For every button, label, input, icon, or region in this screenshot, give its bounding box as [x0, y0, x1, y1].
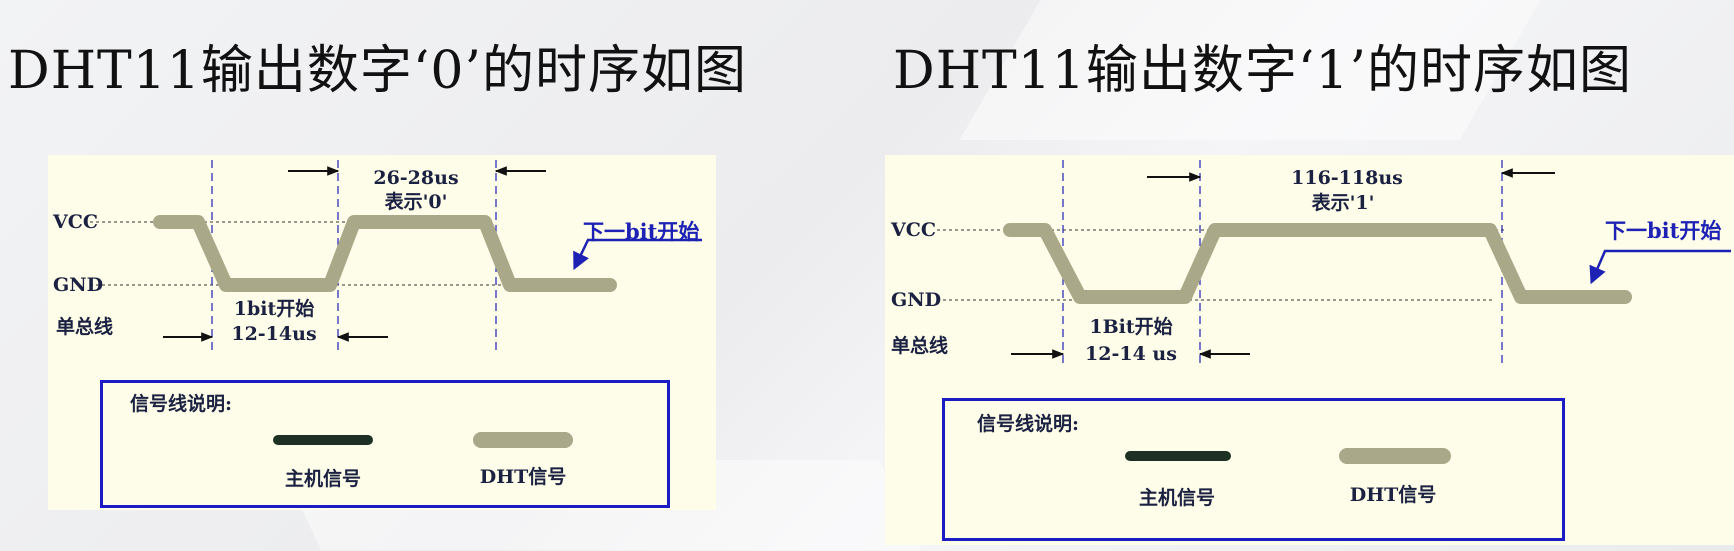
- pulse-time-label: 26-28us: [373, 167, 459, 189]
- bus-label: 单总线: [56, 316, 114, 338]
- next-bit-arrow: [573, 238, 702, 271]
- timing-diagram-bit-0: VCC GND 单总线 26-28us 表示'0' 1bit开始 12-14us…: [48, 155, 716, 510]
- vcc-label: VCC: [53, 211, 98, 233]
- legend-host-label: 主机信号: [284, 468, 362, 490]
- pulse-time-label: 116-118us: [1291, 167, 1403, 189]
- vcc-label: VCC: [891, 219, 936, 241]
- gnd-label: GND: [891, 289, 942, 311]
- next-bit-arrow: [1589, 249, 1731, 285]
- legend-title: 信号线说明:: [977, 413, 1080, 435]
- diagram-title-bit-0: DHT11输出数字‘0’的时序如图: [8, 41, 748, 101]
- start-label: 1bit开始: [233, 298, 315, 320]
- diagram-title-bit-1: DHT11输出数字‘1’的时序如图: [893, 41, 1633, 101]
- bus-label: 单总线: [891, 335, 949, 357]
- gnd-label: GND: [53, 274, 104, 296]
- dht-signal-waveform: [1003, 223, 1632, 304]
- start-time-label: 12-14 us: [1085, 343, 1177, 365]
- timing-diagram-bit-1: VCC GND 单总线 116-118us 表示'1' 1Bit开始 12-14…: [885, 155, 1734, 545]
- legend-swatches: [273, 432, 573, 448]
- next-bit-label: 下一bit开始: [1605, 218, 1722, 243]
- legend-title: 信号线说明:: [130, 393, 233, 415]
- legend-swatches: [1125, 448, 1451, 464]
- signal-legend: 信号线说明: 主机信号 DHT信号: [100, 380, 670, 508]
- dht-signal-waveform: [153, 215, 617, 292]
- legend-host-label: 主机信号: [1138, 487, 1216, 509]
- start-time-label: 12-14us: [231, 323, 317, 345]
- start-label: 1Bit开始: [1089, 316, 1173, 338]
- signal-legend: 信号线说明: 主机信号 DHT信号: [942, 398, 1565, 541]
- pulse-meaning-label: 表示'0': [384, 191, 448, 213]
- timing-waveform-bit-1: [937, 160, 1731, 367]
- legend-dht-label: DHT信号: [479, 466, 567, 488]
- pulse-meaning-label: 表示'1': [1311, 192, 1375, 214]
- timing-waveform-bit-0: [90, 160, 702, 350]
- next-bit-label: 下一bit开始: [583, 219, 700, 244]
- legend-dht-label: DHT信号: [1349, 484, 1437, 506]
